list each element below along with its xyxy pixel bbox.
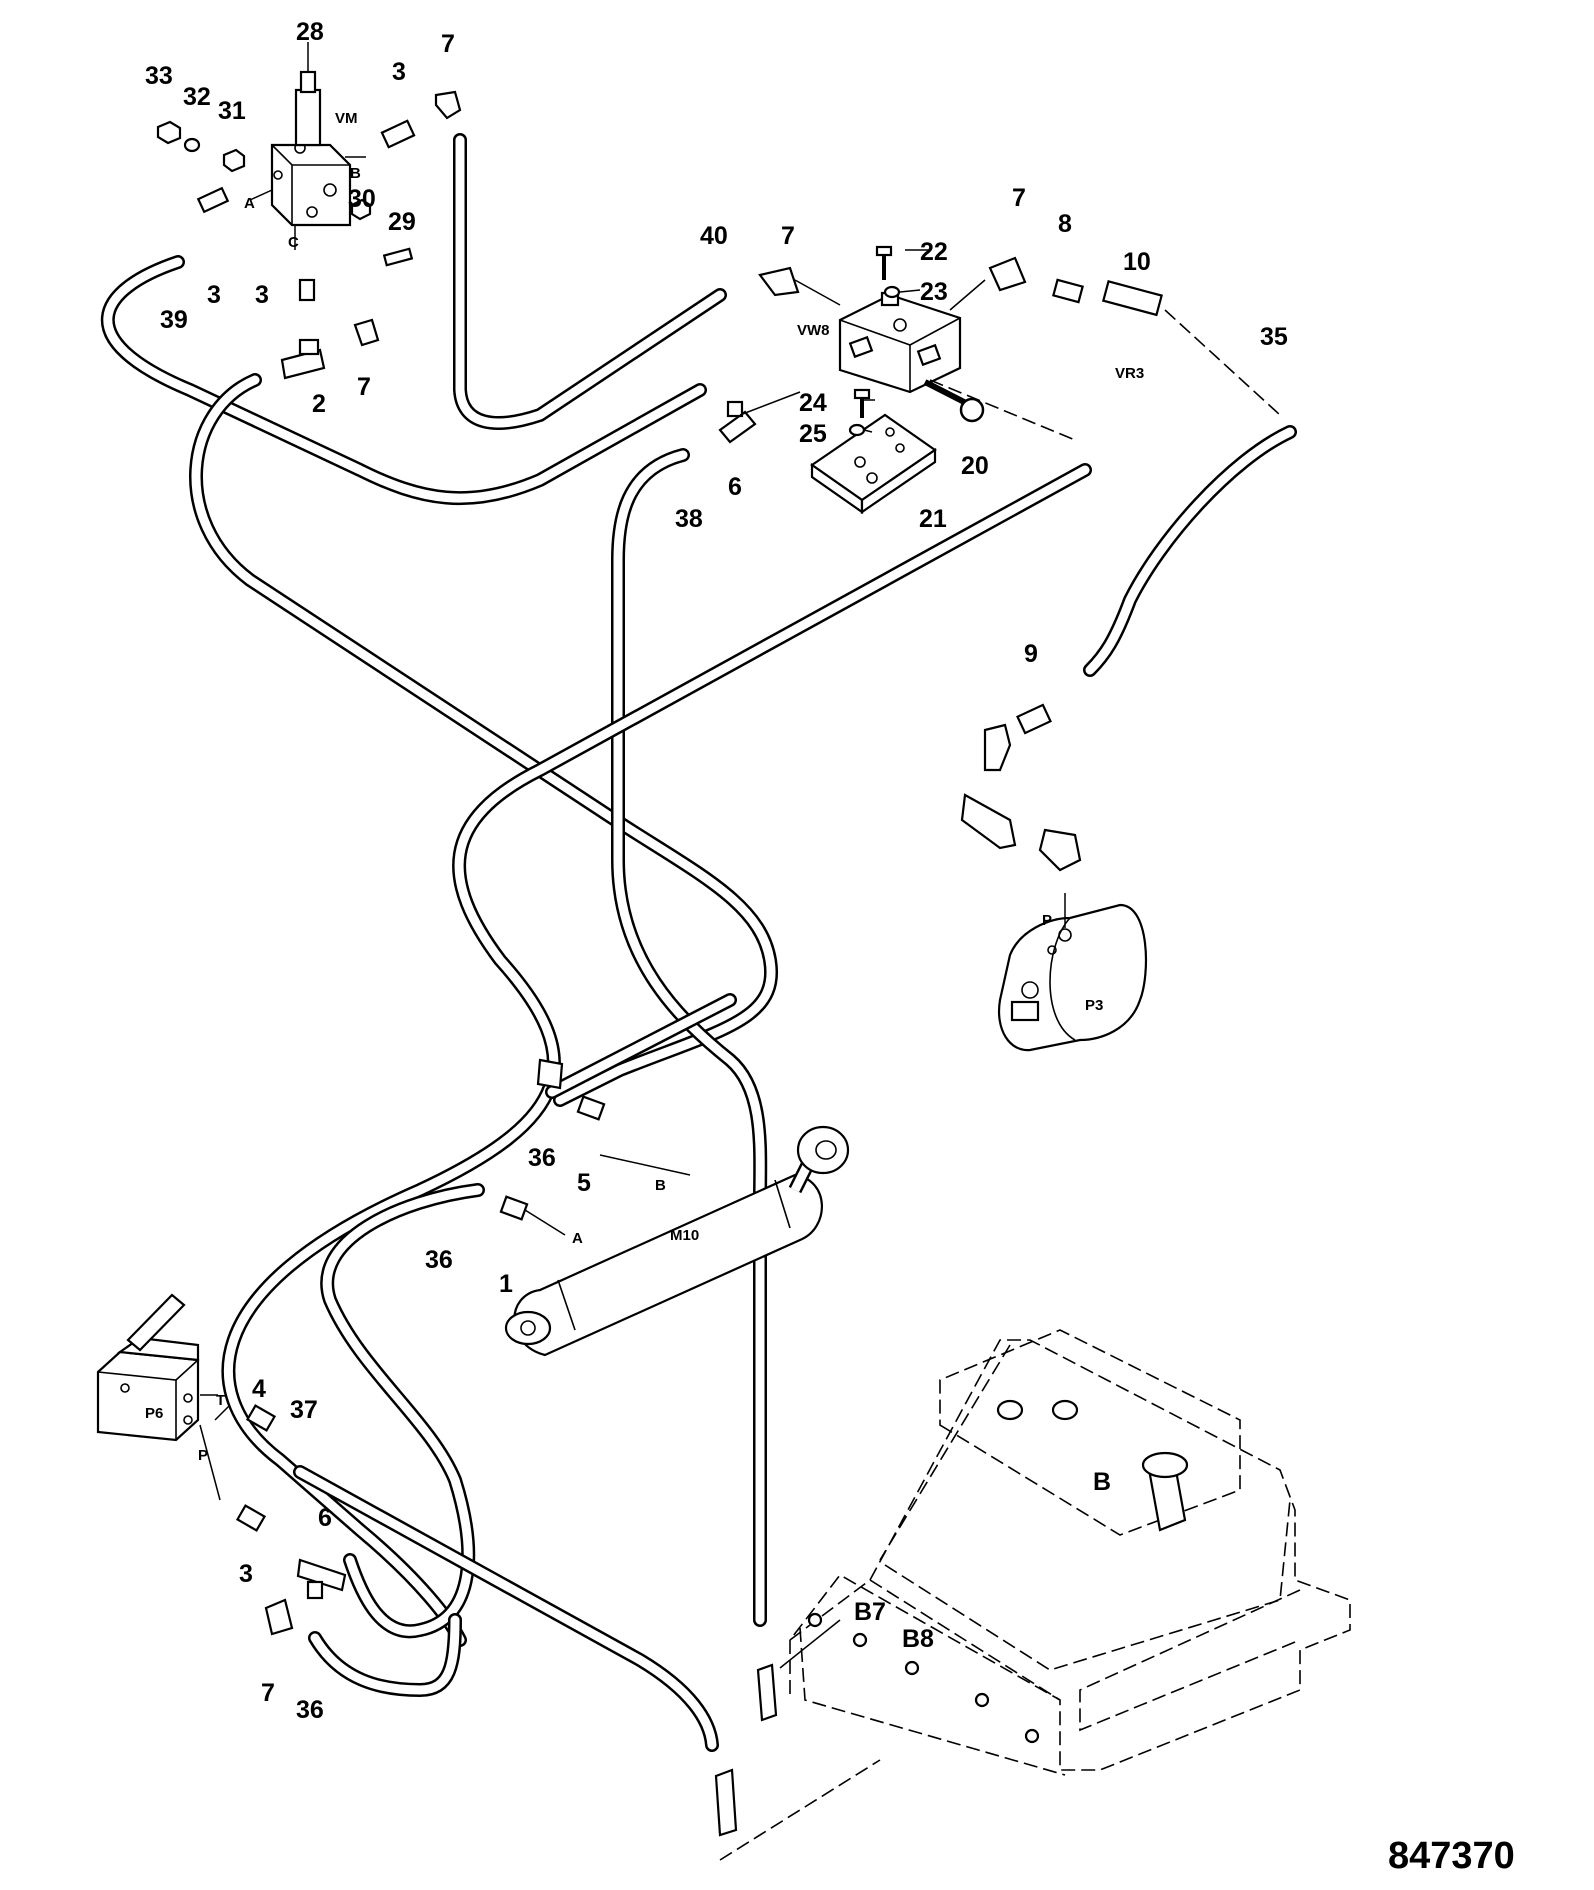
label-9: 9 [1024,640,1038,668]
valve-vm [270,42,352,227]
label-6: 6 [318,1504,332,1532]
tag-cylinder-port-a: A [572,1230,583,1247]
label-2: 2 [312,390,326,418]
label-39: 39 [160,306,188,334]
cylinder-m10 [504,1125,850,1357]
component-tags: VM A B C VW8 VR3 P P3 M10 A B P6 T P B B… [145,110,1144,1653]
label-28: 28 [296,18,324,46]
tag-vm-port-c: C [288,234,299,251]
tag-cylinder: M10 [670,1227,699,1244]
label-36: 36 [528,1144,556,1172]
knob-20 [923,379,985,423]
label-29: 29 [388,208,416,236]
tag-tank-b8: B8 [902,1625,934,1653]
label-24: 24 [799,389,827,417]
label-25: 25 [799,420,827,448]
control-valve-p6 [96,1293,200,1442]
label-7: 7 [357,373,371,401]
hose-37 [293,1465,719,1752]
label-3: 3 [239,1560,253,1588]
label-7: 7 [261,1679,275,1707]
drawing-number: 847370 [1388,1835,1515,1877]
label-35: 35 [1260,323,1288,351]
label-23: 23 [920,278,948,306]
pump-p3 [997,893,1148,1052]
label-22: 22 [920,238,948,266]
label-10: 10 [1123,248,1151,276]
tag-tank-b7: B7 [854,1598,886,1626]
label-20: 20 [961,452,989,480]
item-number-labels: 28 3 7 33 32 31 30 29 3 39 3 2 7 40 7 22… [145,18,1288,1724]
tag-pump-port: P [1042,912,1052,929]
label-1: 1 [499,1270,513,1298]
label-36: 36 [425,1246,453,1274]
valve-vw8 [838,291,962,394]
label-3: 3 [392,58,406,86]
tag-control-valve: P6 [145,1405,163,1422]
label-33: 33 [145,62,173,90]
label-40: 40 [700,222,728,250]
tag-vm: VM [335,110,358,127]
label-5: 5 [577,1169,591,1197]
tag-cv-port-p: P [198,1447,208,1464]
label-38: 38 [675,505,703,533]
hose-main-right [189,373,779,1107]
label-3: 3 [255,281,269,309]
label-31: 31 [218,97,246,125]
small-parts [848,245,901,437]
leader-lines [199,156,1281,1861]
label-37: 37 [290,1396,318,1424]
hydraulic-tank [789,1329,1351,1776]
pump-adapters [960,723,1017,850]
tag-pump: P3 [1085,997,1103,1014]
label-4: 4 [252,1375,266,1403]
label-36: 36 [296,1696,324,1724]
label-7: 7 [1012,184,1026,212]
tag-vw8: VW8 [797,322,830,339]
label-6: 6 [728,473,742,501]
tag-cylinder-port-b: B [655,1177,666,1194]
hose-lines [100,133,1297,1752]
label-30: 30 [348,185,376,213]
label-7: 7 [781,222,795,250]
tag-vr3: VR3 [1115,365,1144,382]
label-8: 8 [1058,210,1072,238]
label-21: 21 [919,505,947,533]
label-3: 3 [207,281,221,309]
tag-vm-port-b: B [350,165,361,182]
bracket-21 [810,413,937,515]
label-7: 7 [441,30,455,58]
label-32: 32 [183,83,211,111]
tag-vm-port-a: A [244,195,255,212]
fittings [156,90,1163,1837]
tag-cv-port-t: T [216,1392,225,1409]
tag-tank-b: B [1093,1468,1111,1496]
